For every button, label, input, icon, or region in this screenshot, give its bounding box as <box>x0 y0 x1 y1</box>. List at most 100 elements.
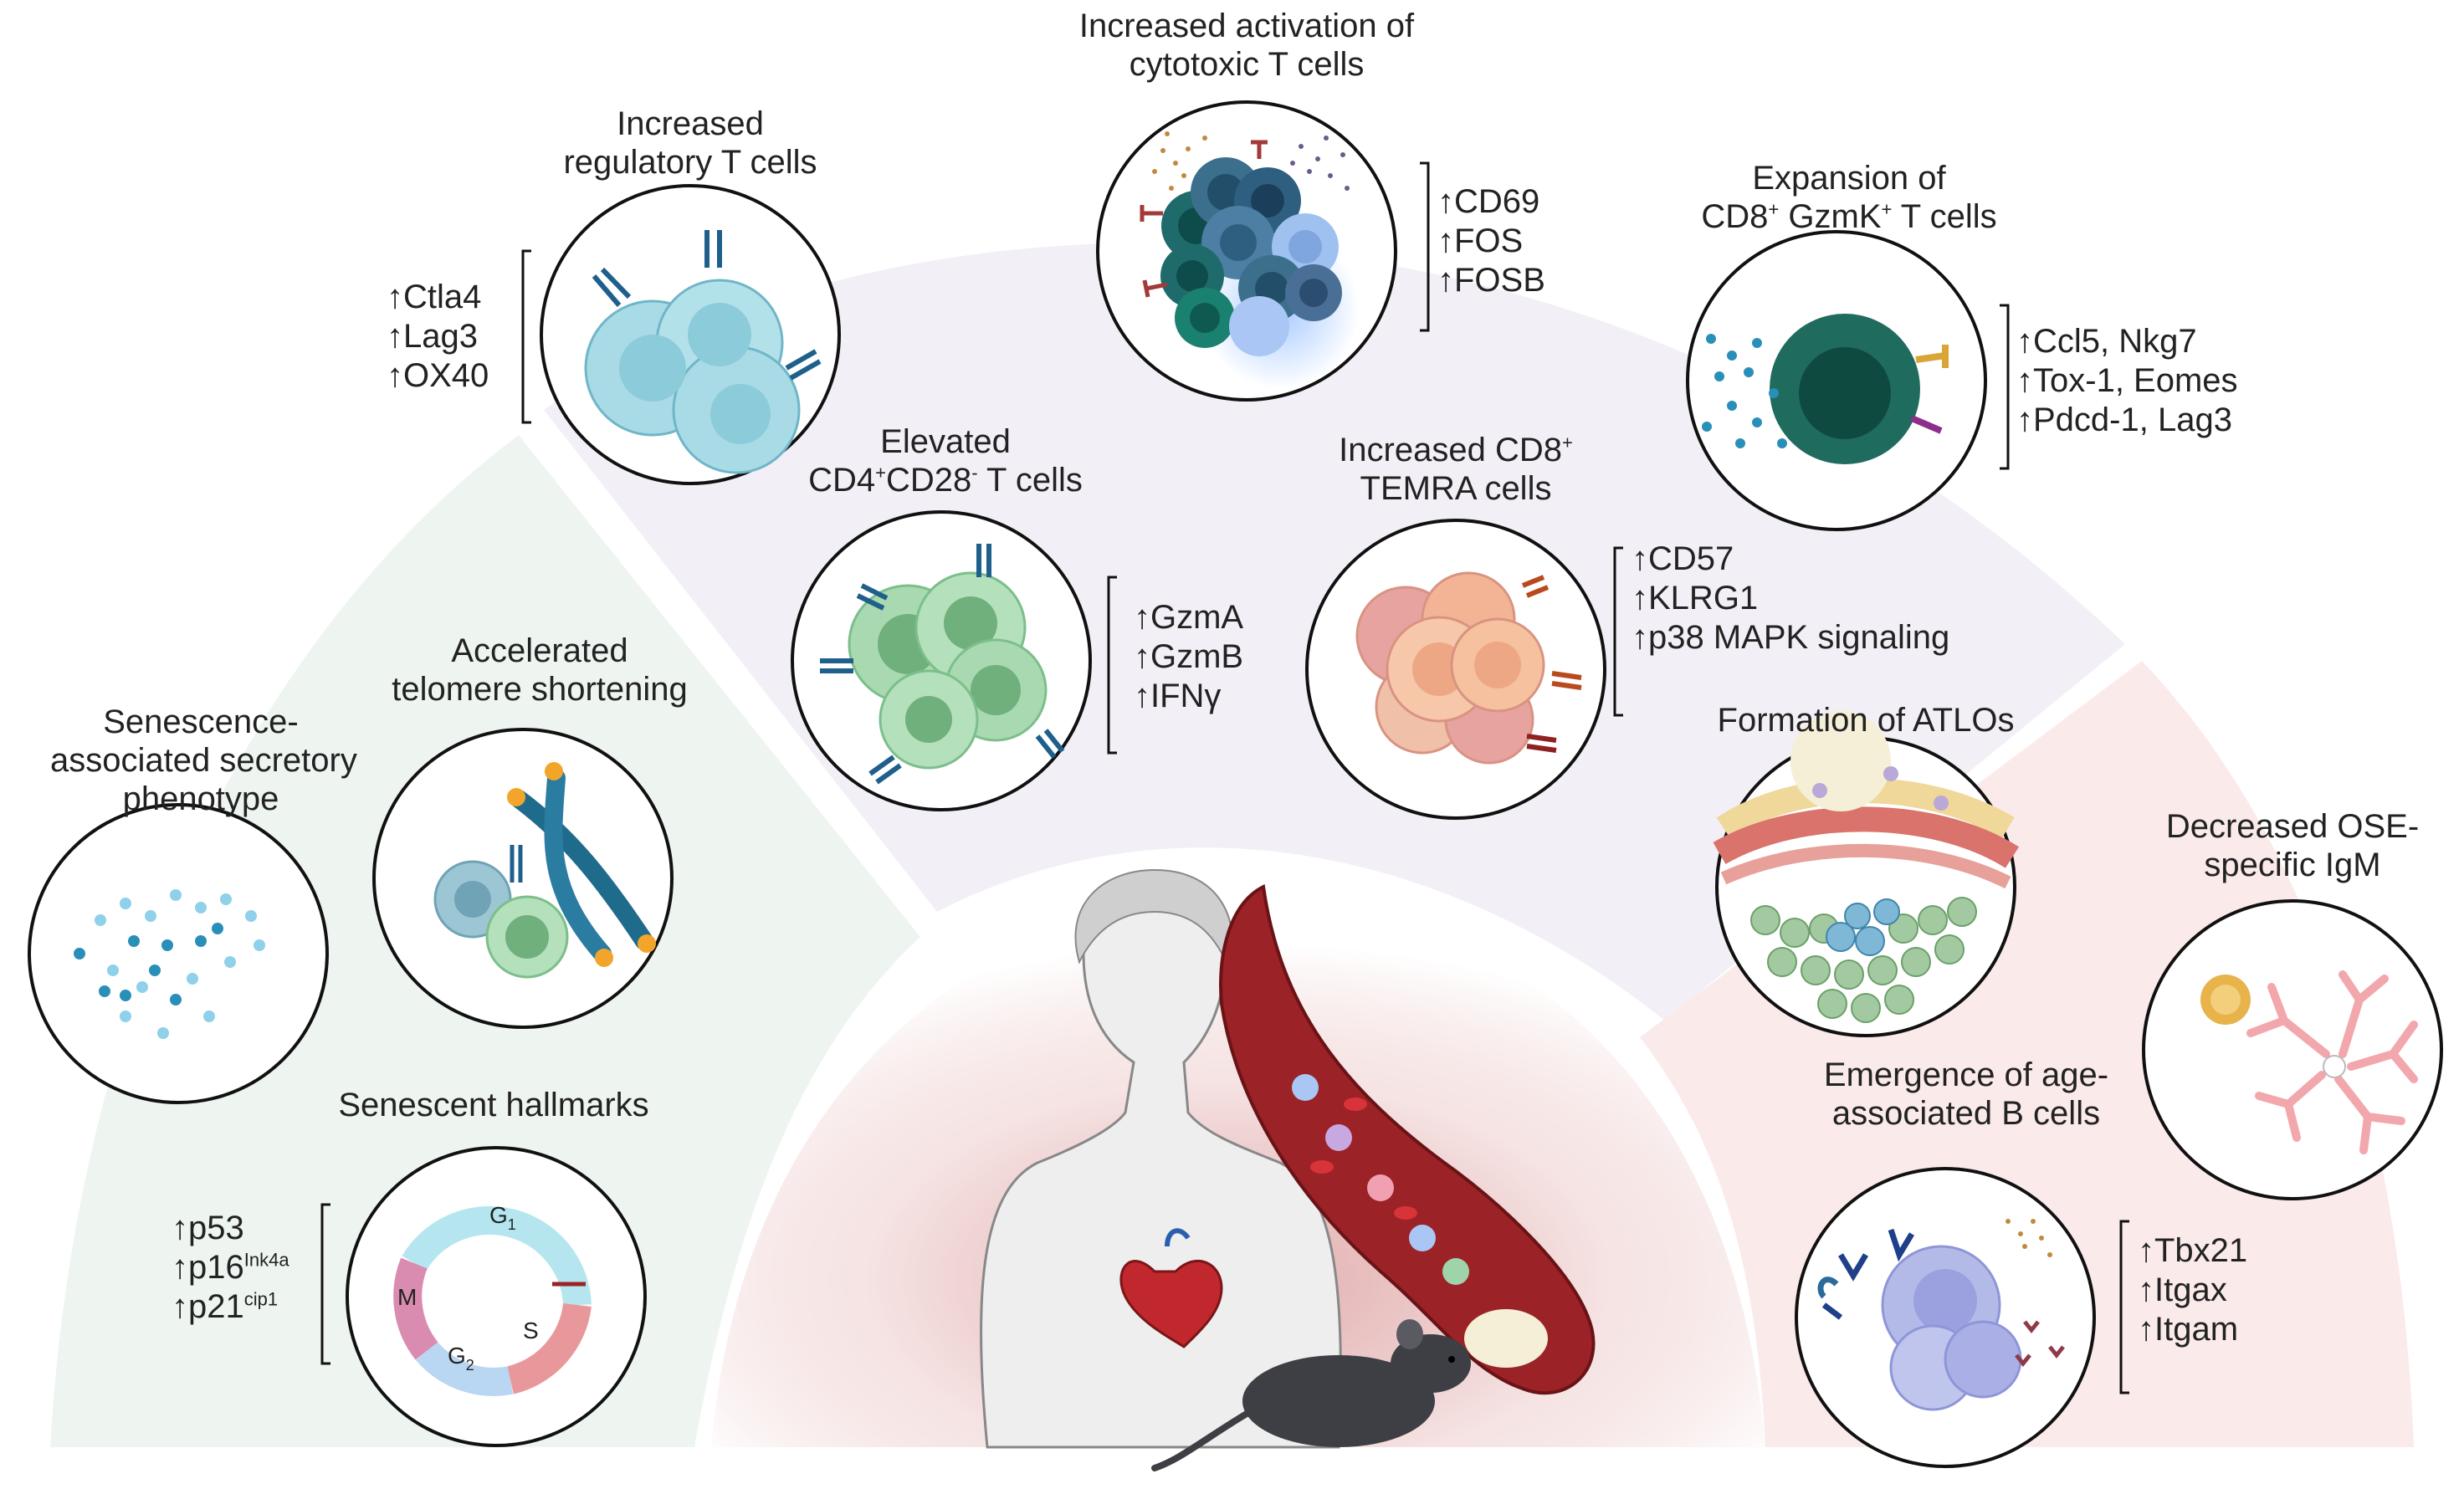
phase-g1-label: G1 <box>489 1202 516 1233</box>
telomere-title-line1: Accelerated <box>451 632 628 669</box>
treg-marker: ↑Lag3 <box>387 318 478 355</box>
cd4-title-text: CD4 <box>808 462 876 499</box>
gzmk-title-sup: + <box>1881 198 1893 220</box>
atlos-title: Formation of ATLOs <box>1698 701 2033 739</box>
cd4-marker: ↑IFNγ <box>1134 678 1222 714</box>
cell-cycle-labels: G1 S G2 M <box>397 1202 539 1374</box>
gzmk-title-text: CD8 <box>1701 198 1769 235</box>
ageb-marker: ↑Itgax <box>2138 1272 2227 1308</box>
cd4-markers: ↑GzmA ↑GzmB ↑IFNγ <box>1134 598 1243 716</box>
gzmk-title-line1: Expansion of <box>1752 160 1946 197</box>
sasp-title-line2: associated secretory <box>50 742 357 779</box>
treg-title: Increased regulatory T cells <box>552 105 828 182</box>
sasp-title-line3: phenotype <box>122 780 279 817</box>
hallmarks-title-text: Senescent hallmarks <box>338 1087 649 1123</box>
gzmk-bracket <box>2000 304 2010 470</box>
cytotoxic-title-line1: Increased activation of <box>1078 8 1415 44</box>
temra-cells-illustration <box>1355 571 1582 765</box>
temra-markers: ↑CD57 ↑KLRG1 ↑p38 MAPK signaling <box>1632 540 1949 658</box>
hallmarks-markers: ↑p53 ↑p16Ink4a ↑p21cip1 <box>172 1209 289 1327</box>
telomere-title: Accelerated telomere shortening <box>372 632 707 709</box>
gzmk-marker: ↑Tox-1, Eomes <box>2016 362 2238 399</box>
temra-marker: ↑CD57 <box>1632 540 1734 577</box>
phase-m-label: M <box>397 1284 417 1310</box>
ageb-marker: ↑Itgam <box>2138 1311 2239 1348</box>
temra-title-text: Increased CD8 <box>1339 432 1562 468</box>
telomere-title-line2: telomere shortening <box>392 671 688 708</box>
sasp-title: Senescence- associated secretory phenoty… <box>50 703 357 818</box>
gzmk-marker: ↑Ccl5, Nkg7 <box>2016 323 2197 360</box>
hallmarks-circle <box>346 1146 647 1447</box>
temra-bracket <box>1613 546 1623 717</box>
blood-cells <box>1292 1074 1548 1368</box>
hallmarks-marker-sup: cip1 <box>243 1288 279 1310</box>
gzmk-title-text: GzmK <box>1779 198 1882 235</box>
hallmarks-marker-text: ↑p53 <box>172 1210 244 1246</box>
cytotoxic-cells-illustration <box>1140 131 1360 389</box>
treg-title-line1: Increased <box>617 105 764 142</box>
sasp-illustration <box>74 889 265 1039</box>
temra-title-sup: + <box>1561 432 1573 453</box>
atlos-illustration <box>1713 711 2020 1023</box>
phase-g2-label: G2 <box>448 1343 474 1374</box>
cd4-title-sup: + <box>875 462 887 484</box>
cd4-title-line1: Elevated <box>880 423 1011 460</box>
igm-illustration <box>2200 970 2418 1154</box>
center-illustration <box>980 868 1596 1471</box>
hallmarks-marker: ↑p21cip1 <box>172 1287 289 1327</box>
cd4-title: Elevated CD4+CD28- T cells <box>795 422 1096 499</box>
hallmarks-title: Senescent hallmarks <box>326 1086 661 1124</box>
ageb-title-line2: associated B cells <box>1831 1095 2101 1132</box>
hallmarks-marker-text: ↑p16 <box>172 1249 244 1286</box>
ageb-title: Emergence of age- associated B cells <box>1799 1056 2134 1133</box>
gzmk-title-text: T cells <box>1892 198 1997 235</box>
cd4-marker: ↑GzmB <box>1134 638 1244 675</box>
blood-vessel <box>1219 883 1596 1395</box>
cell-cycle-illustration <box>393 1205 592 1396</box>
cytotoxic-markers: ↑CD69 ↑FOS ↑FOSB <box>1437 182 1545 300</box>
cytotoxic-bracket <box>1420 161 1430 332</box>
ose-title: Decreased OSE- specific IgM <box>2150 807 2435 884</box>
cytotoxic-title-line2: cytotoxic T cells <box>1129 46 1365 83</box>
ageb-marker: ↑Tbx21 <box>2138 1232 2248 1269</box>
telomere-circle <box>372 728 674 1029</box>
hallmarks-marker: ↑p53 <box>172 1209 289 1248</box>
cd4-title-text: CD28 <box>886 462 972 499</box>
telomere-illustration <box>433 762 656 979</box>
gzmk-title-line2: CD8+ GzmK+ T cells <box>1701 198 1996 235</box>
hallmarks-bracket <box>320 1203 330 1365</box>
ageb-title-line1: Emergence of age- <box>1823 1057 2109 1093</box>
gzmk-title: Expansion of CD8+ GzmK+ T cells <box>1673 159 2025 236</box>
hallmarks-marker-text: ↑p21 <box>172 1288 244 1325</box>
hallmarks-marker: ↑p16Ink4a <box>172 1248 289 1287</box>
treg-marker: ↑OX40 <box>387 357 489 394</box>
cd4-title-line2: CD4+CD28- T cells <box>808 462 1083 499</box>
treg-markers: ↑Ctla4 ↑Lag3 ↑OX40 <box>387 278 489 396</box>
cytotoxic-marker: ↑FOS <box>1437 223 1524 259</box>
treg-cells-illustration <box>584 230 822 474</box>
mouse-icon <box>1151 1319 1471 1471</box>
cd4-bracket <box>1107 576 1117 755</box>
gzmk-markers: ↑Ccl5, Nkg7 ↑Tox-1, Eomes ↑Pdcd-1, Lag3 <box>2016 322 2238 440</box>
temra-title-line1: Increased CD8+ <box>1339 432 1573 468</box>
gzmk-title-sup: + <box>1768 198 1780 220</box>
cytotoxic-marker: ↑FOSB <box>1437 262 1545 299</box>
phase-s-label: S <box>523 1318 539 1343</box>
ageb-illustration <box>1817 1219 2065 1411</box>
cd4-title-sup: - <box>971 462 978 484</box>
cytotoxic-title: Increased activation of cytotoxic T cell… <box>1037 7 1456 84</box>
treg-title-line2: regulatory T cells <box>563 144 817 181</box>
treg-bracket <box>521 249 531 424</box>
temra-title-line2: TEMRA cells <box>1360 470 1552 507</box>
heart-icon <box>1119 1228 1223 1348</box>
atlos-title-text: Formation of ATLOs <box>1717 702 2015 739</box>
ageb-bracket <box>2119 1220 2129 1394</box>
ose-title-line2: specific IgM <box>2204 847 2381 883</box>
temra-title: Increased CD8+ TEMRA cells <box>1305 431 1606 508</box>
sasp-title-line1: Senescence- <box>103 704 299 740</box>
cd4-cells-illustration <box>820 544 1065 785</box>
cd4-marker: ↑GzmA <box>1134 599 1244 636</box>
temra-marker: ↑p38 MAPK signaling <box>1632 619 1950 656</box>
temra-marker: ↑KLRG1 <box>1632 580 1759 617</box>
